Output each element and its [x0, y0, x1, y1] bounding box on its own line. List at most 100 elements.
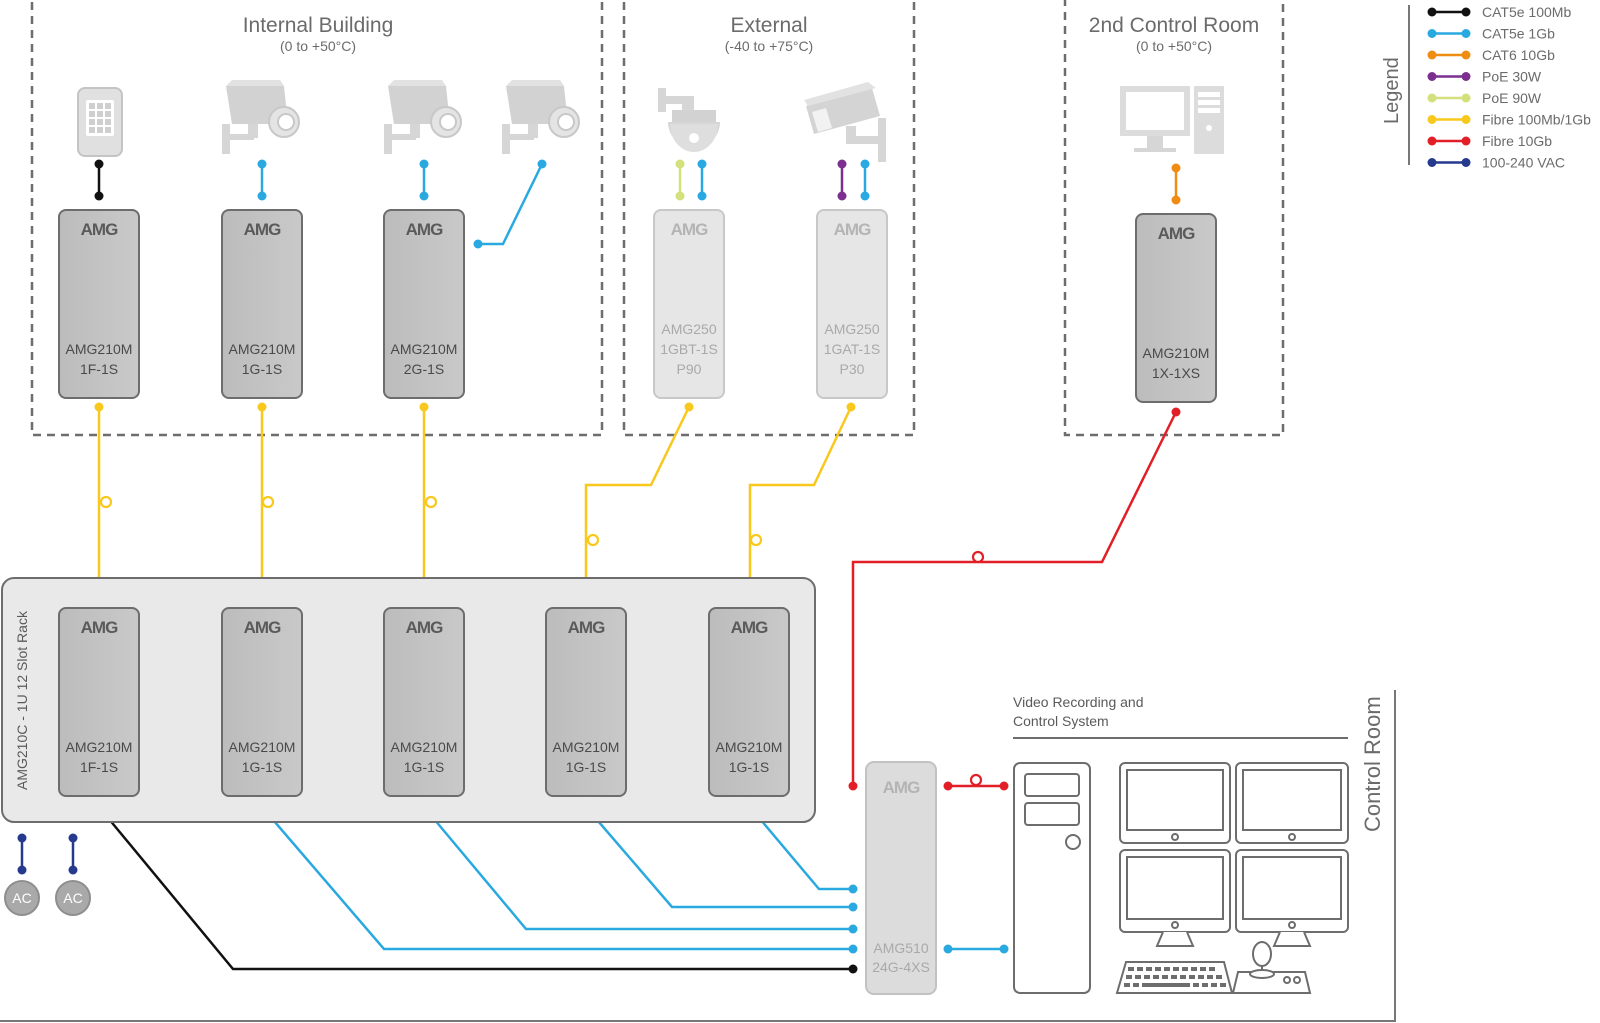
module-label: AMG210M [391, 341, 458, 357]
module-label: 1F-1S [80, 361, 118, 377]
fibre-connector-markers [99, 495, 985, 787]
amg-logo: AMG [244, 220, 281, 239]
legend-title: Legend [1381, 57, 1403, 124]
legend-item: CAT6 10Gb [1427, 47, 1555, 63]
amg-logo: AMG [671, 220, 708, 239]
fibre-1gb-link [584, 406, 691, 594]
legend-swatch-dot [1461, 50, 1471, 60]
legend-swatch-dot [1427, 115, 1437, 124]
bullet-camera-icon [222, 80, 300, 154]
amg-logo: AMG [568, 618, 605, 637]
zone-external: External (-40 to +75°C) [622, 0, 916, 437]
control2-range: (0 to +50°C) [1136, 38, 1212, 54]
housing-camera-icon [804, 82, 886, 162]
zone-2nd-control-room: 2nd Control Room (0 to +50°C) [1063, 0, 1285, 437]
link-endpoints [17, 159, 1181, 974]
computer-workstation-icon [1120, 86, 1224, 154]
amg510-switch: AMG AMG510 24G-4XS [865, 761, 937, 995]
legend-item: CAT5e 1Gb [1427, 26, 1555, 42]
module-body [653, 209, 725, 399]
monitor-wall-icon [1119, 762, 1349, 947]
connections [20, 163, 1178, 971]
amg-logo: AMG [244, 618, 281, 637]
module-label: AMG210M [553, 739, 620, 755]
legend-swatch-dot [1427, 50, 1437, 60]
internal-building-title: Internal Building [243, 14, 394, 37]
module-body [58, 209, 140, 399]
cat5e-1gb-link [478, 163, 544, 246]
amg-logo: AMG [81, 220, 118, 239]
legend-swatch-dot [1427, 7, 1437, 17]
ptz-dome-camera-icon [658, 88, 720, 152]
external-range: (-40 to +75°C) [725, 38, 813, 54]
legend-item: PoE 90W [1427, 90, 1542, 106]
legend-label: PoE 90W [1482, 90, 1542, 106]
legend-item: Fibre 10Gb [1427, 133, 1552, 149]
module-body [708, 607, 790, 797]
pc-tower-icon [1013, 762, 1091, 994]
module-label: 2G-1S [404, 361, 444, 377]
legend-item: PoE 30W [1427, 69, 1542, 85]
legend-swatch-dot [1461, 158, 1471, 167]
module-label: 1X-1XS [1152, 365, 1200, 381]
ac-label: AC [63, 890, 82, 906]
ac-power-source: AC [55, 880, 91, 916]
module-label: AMG210M [229, 739, 296, 755]
module-label: 1GAT-1S [824, 341, 881, 357]
legend-label: Fibre 100Mb/1Gb [1482, 112, 1591, 128]
video-recording-label: Video Recording and Control System [1013, 694, 1348, 739]
legend-swatch-dot [1427, 72, 1437, 81]
legend-label: CAT5e 1Gb [1482, 26, 1555, 42]
legend-label: Fibre 10Gb [1482, 133, 1552, 149]
internal-building-range: (0 to +50°C) [280, 38, 356, 54]
legend-swatch-dot [1461, 72, 1471, 81]
legend-label: CAT6 10Gb [1482, 47, 1555, 63]
module-label: P90 [677, 361, 702, 377]
cat5e-1gb-link [423, 806, 853, 931]
cat5e-1gb-link [749, 806, 853, 891]
legend-item: CAT5e 100Mb [1427, 4, 1571, 20]
amg-module-int1: AMG AMG210M 1F-1S [58, 209, 140, 399]
legend-swatch-dot [1427, 158, 1437, 167]
bullet-camera-icon [384, 80, 462, 154]
amg-module-rack4: AMG AMG210M 1G-1S [545, 607, 627, 797]
module-label: AMG210M [66, 341, 133, 357]
amg-logo: AMG [883, 778, 920, 797]
legend-swatch-dot [1427, 29, 1437, 38]
zone-internal-building: Internal Building (0 to +50°C) [30, 0, 604, 437]
control-room-label: Control Room [1360, 696, 1385, 832]
module-label: 1G-1S [242, 361, 282, 377]
module-label: AMG210M [1143, 345, 1210, 361]
module-body [58, 607, 140, 797]
switch-model: AMG510 [873, 940, 928, 956]
amg-logo: AMG [731, 618, 768, 637]
module-label: AMG210M [391, 739, 458, 755]
amg-logo: AMG [406, 618, 443, 637]
switch-variant: 24G-4XS [872, 959, 930, 975]
bullet-camera-icon [502, 80, 580, 154]
control-room-zone: Control Room [0, 690, 1396, 1022]
legend-swatch-dot [1427, 93, 1437, 103]
module-body [221, 209, 303, 399]
module-label: 1GBT-1S [660, 341, 718, 357]
module-label: 1G-1S [566, 759, 606, 775]
legend-item: 100-240 VAC [1427, 155, 1565, 171]
module-label: AMG210M [66, 739, 133, 755]
rack-label: AMG210C - 1U 12 Slot Rack [14, 610, 30, 790]
ac-label: AC [12, 890, 31, 906]
fibre-10gb-link [851, 411, 1178, 786]
legend-swatch-dot [1427, 136, 1437, 146]
module-body [816, 209, 888, 399]
legend-item: Fibre 100Mb/1Gb [1427, 112, 1591, 128]
legend-label: PoE 30W [1482, 69, 1542, 85]
ac-power-source: AC [4, 880, 40, 916]
legend-label: 100-240 VAC [1482, 155, 1565, 171]
cat5e-1gb-link [261, 806, 853, 951]
